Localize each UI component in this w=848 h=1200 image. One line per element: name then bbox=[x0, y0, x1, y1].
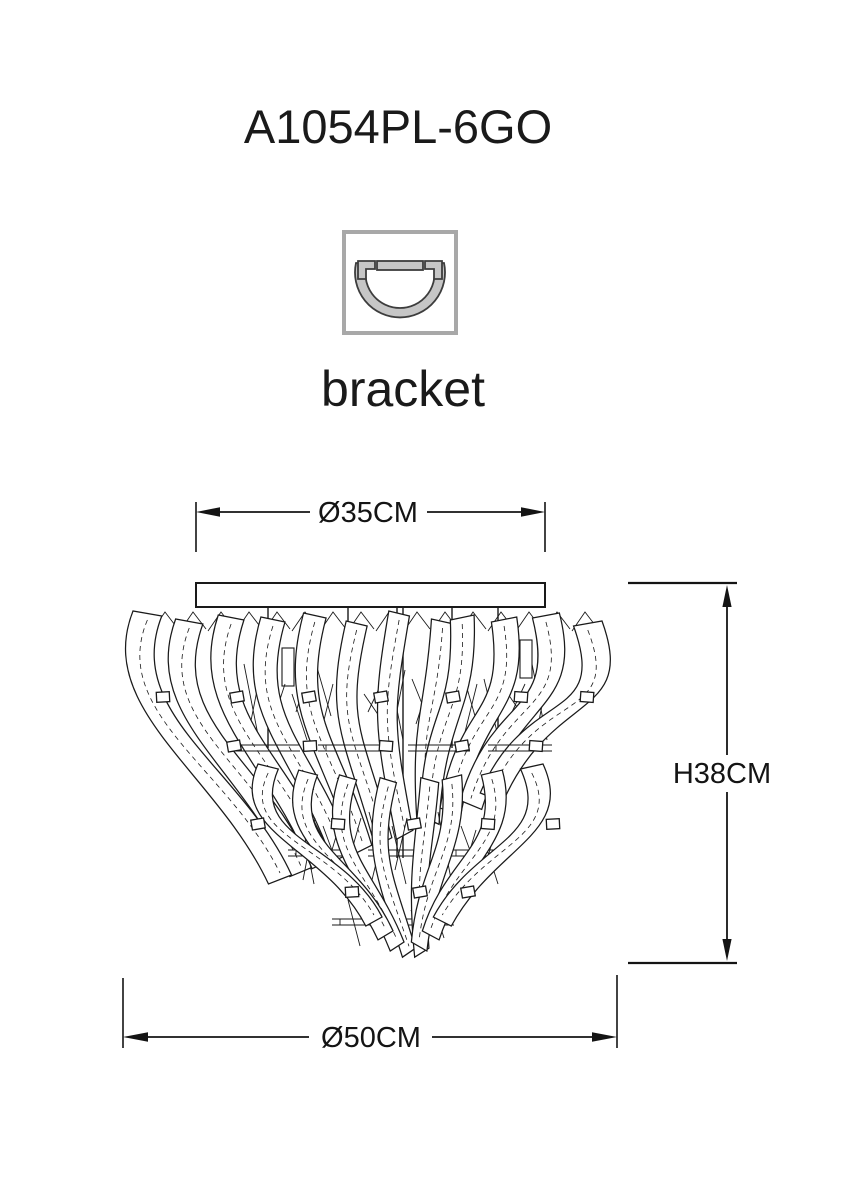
crystal-clip bbox=[545, 817, 561, 831]
bracket-bowl bbox=[354, 262, 446, 319]
crystal-clip bbox=[302, 739, 318, 753]
frame-bar bbox=[232, 744, 300, 752]
ceiling-plate bbox=[195, 582, 546, 608]
crystal-clip bbox=[528, 739, 544, 753]
crystal-clip bbox=[344, 885, 360, 899]
crystal-clip bbox=[459, 885, 477, 899]
crystal-clip bbox=[330, 817, 346, 831]
crystal-clip bbox=[411, 885, 429, 899]
crystal-blade bbox=[479, 620, 611, 803]
crystal-blade bbox=[410, 774, 464, 953]
arrowhead-down bbox=[722, 939, 732, 961]
dimension-label-height: H38CM bbox=[672, 758, 772, 790]
bracket-left-hook bbox=[357, 260, 376, 280]
dimension-top-diameter-lines bbox=[195, 502, 546, 552]
crystal-clip bbox=[228, 690, 246, 704]
crystal-blade bbox=[331, 774, 405, 952]
socket bbox=[281, 647, 295, 687]
crystal-clip bbox=[372, 690, 390, 704]
arrowhead-up bbox=[722, 585, 732, 607]
bracket-right-hook bbox=[424, 260, 443, 280]
dimension-label-bottom-diameter: Ø50CM bbox=[321, 1022, 421, 1054]
dimension-height-lines bbox=[628, 581, 737, 965]
socket bbox=[519, 639, 533, 679]
model-code-title: A1054PL-6GO bbox=[243, 100, 553, 153]
crystal-clip bbox=[300, 690, 318, 704]
crystal-blade bbox=[439, 616, 520, 818]
mount-bracket-icon bbox=[342, 230, 458, 335]
crystal-clip bbox=[378, 739, 394, 753]
dimension-bottom-diameter-lines bbox=[122, 975, 618, 1048]
chandelier-line-art bbox=[124, 582, 611, 959]
crystal-clip bbox=[155, 690, 171, 704]
crystal-clip bbox=[513, 690, 529, 704]
crystal-clip bbox=[480, 817, 496, 831]
arrowhead-right bbox=[521, 507, 545, 517]
dimension-label-top-diameter: Ø35CM bbox=[318, 497, 418, 529]
bracket-top-bar bbox=[376, 260, 424, 271]
crystal-blade bbox=[432, 763, 551, 927]
arrowhead-right bbox=[592, 1032, 617, 1042]
mount-bracket-icon-art bbox=[342, 230, 458, 335]
crystal-clip bbox=[405, 817, 423, 831]
crystal-clip bbox=[444, 690, 462, 704]
arrowhead-left bbox=[196, 507, 220, 517]
crystal-blade bbox=[252, 616, 353, 863]
crystal-clip bbox=[453, 739, 471, 753]
bracket-label: bracket bbox=[321, 361, 485, 417]
crystal-clip bbox=[249, 817, 267, 831]
crystal-clip bbox=[579, 690, 595, 704]
crystal-clip bbox=[225, 739, 243, 753]
arrowhead-left bbox=[123, 1032, 148, 1042]
frame-bar bbox=[318, 744, 390, 752]
